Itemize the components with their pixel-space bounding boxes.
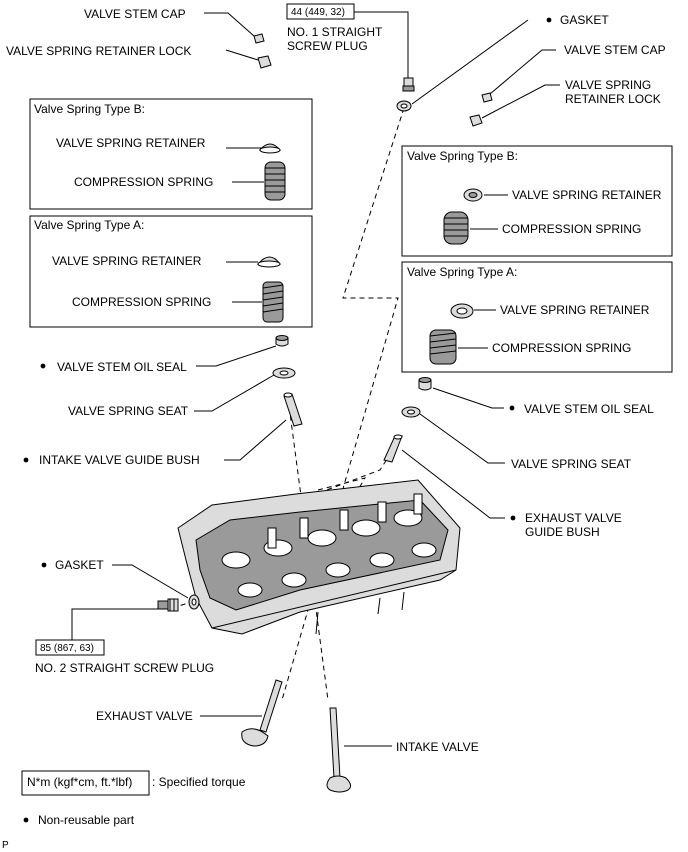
valve-stem-cap-left-icon [253,33,265,44]
box-type-b-left: Valve Spring Type B: VALVE SPRING RETAIN… [29,98,313,210]
label-type-b-retainer-right: VALVE SPRING RETAINER [512,188,662,202]
label-retainer-lock-right-2: RETAINER LOCK [565,92,661,106]
intake-valve-icon [326,707,352,793]
spring-icon-a-left [262,281,284,323]
bullet-exhaust-guide [510,515,516,521]
torque-box-plug1: 44 (449, 32) [286,3,355,20]
retainer-icon-a-left [256,256,281,268]
torque-value-plug1: 44 (449, 32) [291,7,345,18]
label-type-b-spring-left: COMPRESSION SPRING [74,175,213,189]
legend-torque-desc: : Specified torque [152,775,246,789]
label-spring-seat-right: VALVE SPRING SEAT [511,457,632,471]
head-valve-stems [267,493,423,549]
label-type-a-spring-left: COMPRESSION SPRING [72,295,211,309]
title-type-b-right: Valve Spring Type B: [407,149,518,163]
retainer-icon-a-right [450,303,474,319]
cylinder-head [177,479,461,635]
spring-icon-a-right [429,329,457,365]
retainer-lock-right-icon [469,114,483,127]
bullet-oil-seal-right [509,405,515,411]
label-type-b-spring-right: COMPRESSION SPRING [502,222,641,236]
label-exhaust-guide-1: EXHAUST VALVE [525,511,622,525]
valve-stem-cap-right-icon [481,92,493,103]
label-valve-stem-cap-left: VALVE STEM CAP [84,7,186,21]
intake-guide-bush-icon [283,392,303,427]
label-exhaust-valve: EXHAUST VALVE [96,709,193,723]
legend-non-reusable-text: Non-reusable part [38,813,135,827]
bullet-intake-guide [23,457,29,463]
label-oil-seal-left: VALVE STEM OIL SEAL [57,360,187,374]
gasket-top-icon [396,100,412,112]
no2-screw-plug-icon [157,598,179,612]
label-type-b-retainer-left: VALVE SPRING RETAINER [56,136,206,150]
label-retainer-lock-right-1: VALVE SPRING [565,78,651,92]
title-type-a-left: Valve Spring Type A: [34,218,144,232]
retainer-icon-b-right [463,188,483,202]
label-gasket-right: GASKET [560,13,609,27]
footer-code: P [2,840,9,851]
box-type-a-left: Valve Spring Type A: VALVE SPRING RETAIN… [29,215,313,328]
oil-seal-left-icon [275,335,289,347]
box-type-a-right: Valve Spring Type A: VALVE SPRING RETAIN… [401,261,673,373]
label-type-a-spring-right: COMPRESSION SPRING [492,341,631,355]
label-gasket-left: GASKET [55,558,104,572]
label-plug1-line2: SCREW PLUG [287,39,368,53]
legend-torque-units: N*m (kgf*cm, ft.*lbf) [27,775,132,789]
exhaust-valve-icon [241,679,283,747]
retainer-icon-b-left [258,143,282,154]
title-type-b-left: Valve Spring Type B: [34,102,145,116]
spring-seat-right-icon [401,406,421,418]
spring-icon-b-right [443,211,469,245]
label-exhaust-guide-2: GUIDE BUSH [525,525,600,539]
label-intake-valve: INTAKE VALVE [396,740,479,754]
box-type-b-right: Valve Spring Type B: VALVE SPRING RETAIN… [401,145,673,257]
gasket-left-icon [188,594,200,610]
exhaust-guide-bush-icon [383,434,403,463]
label-spring-seat-left: VALVE SPRING SEAT [68,404,189,418]
legend-bullet [23,817,29,823]
label-intake-guide-bush: INTAKE VALVE GUIDE BUSH [39,453,200,467]
legend-non-reusable: Non-reusable part [23,813,135,827]
retainer-lock-left-icon [257,55,272,69]
oil-seal-right-icon [418,377,432,391]
label-oil-seal-right: VALVE STEM OIL SEAL [524,402,654,416]
torque-box-plug2: 85 (867, 63) [35,639,105,656]
label-plug2: NO. 2 STRAIGHT SCREW PLUG [35,661,214,675]
spring-seat-left-icon [272,367,296,379]
label-type-a-retainer-left: VALVE SPRING RETAINER [52,254,202,268]
title-type-a-right: Valve Spring Type A: [407,265,517,279]
bullet-oil-seal-left [40,363,46,369]
label-type-a-retainer-right: VALVE SPRING RETAINER [500,303,650,317]
torque-value-plug2: 85 (867, 63) [40,643,94,654]
no1-screw-plug-icon [402,77,415,92]
spring-icon-b-left [264,161,286,201]
label-retainer-lock-left: VALVE SPRING RETAINER LOCK [6,44,191,58]
legend-torque: N*m (kgf*cm, ft.*lbf) : Specified torque [21,770,246,796]
bullet-gasket-left [41,562,47,568]
label-plug1-line1: NO. 1 STRAIGHT [287,25,383,39]
head-ports [221,509,437,598]
bullet-gasket-right [546,17,552,23]
label-valve-stem-cap-right: VALVE STEM CAP [564,43,666,57]
